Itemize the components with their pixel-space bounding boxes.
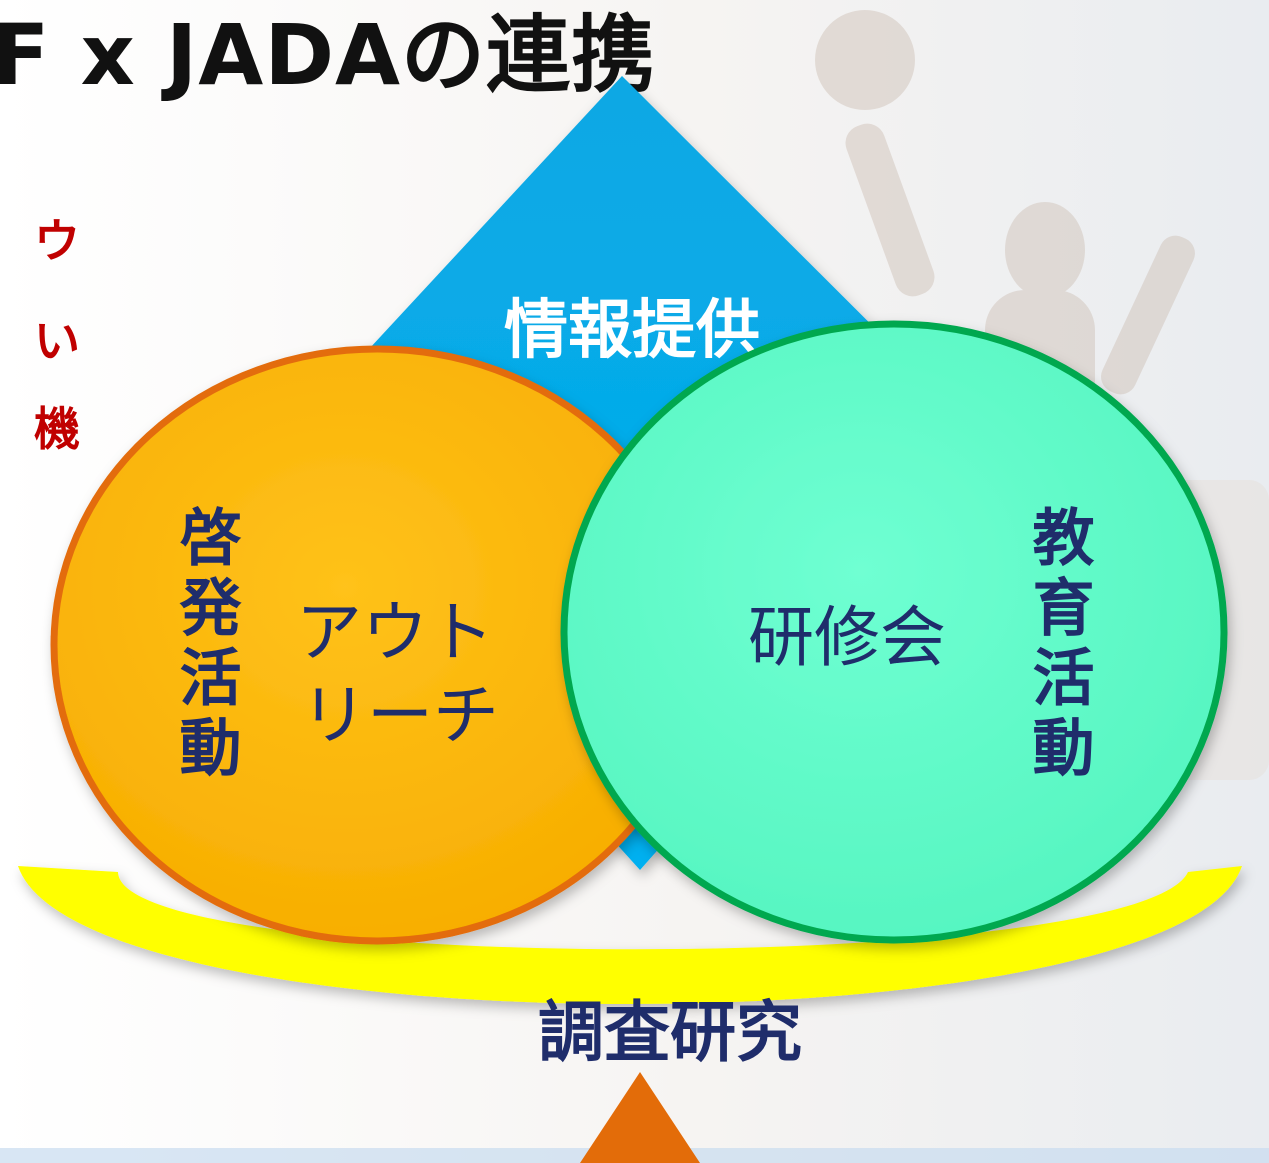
- left-inner-line-1: アウト: [296, 594, 494, 671]
- right-vertical-label: 教育活動: [1022, 505, 1095, 785]
- research-arc-shape: [18, 866, 1242, 1004]
- diamond-label: 情報提供: [504, 294, 760, 368]
- side-text-line-2: い: [34, 314, 80, 368]
- base-label: 調査研究: [538, 994, 802, 1071]
- fulcrum-triangle: [580, 1072, 700, 1163]
- right-inner-label: 研修会: [748, 599, 946, 676]
- right-circle-shape: [560, 320, 1228, 944]
- left-vertical-label: 啓発活動: [169, 505, 242, 785]
- side-text-line-1: ウ: [34, 214, 80, 268]
- page-title: F x JADAの連携: [0, 6, 657, 104]
- side-text-line-3: 機: [34, 402, 80, 456]
- left-inner-line-2: リーチ: [301, 677, 499, 754]
